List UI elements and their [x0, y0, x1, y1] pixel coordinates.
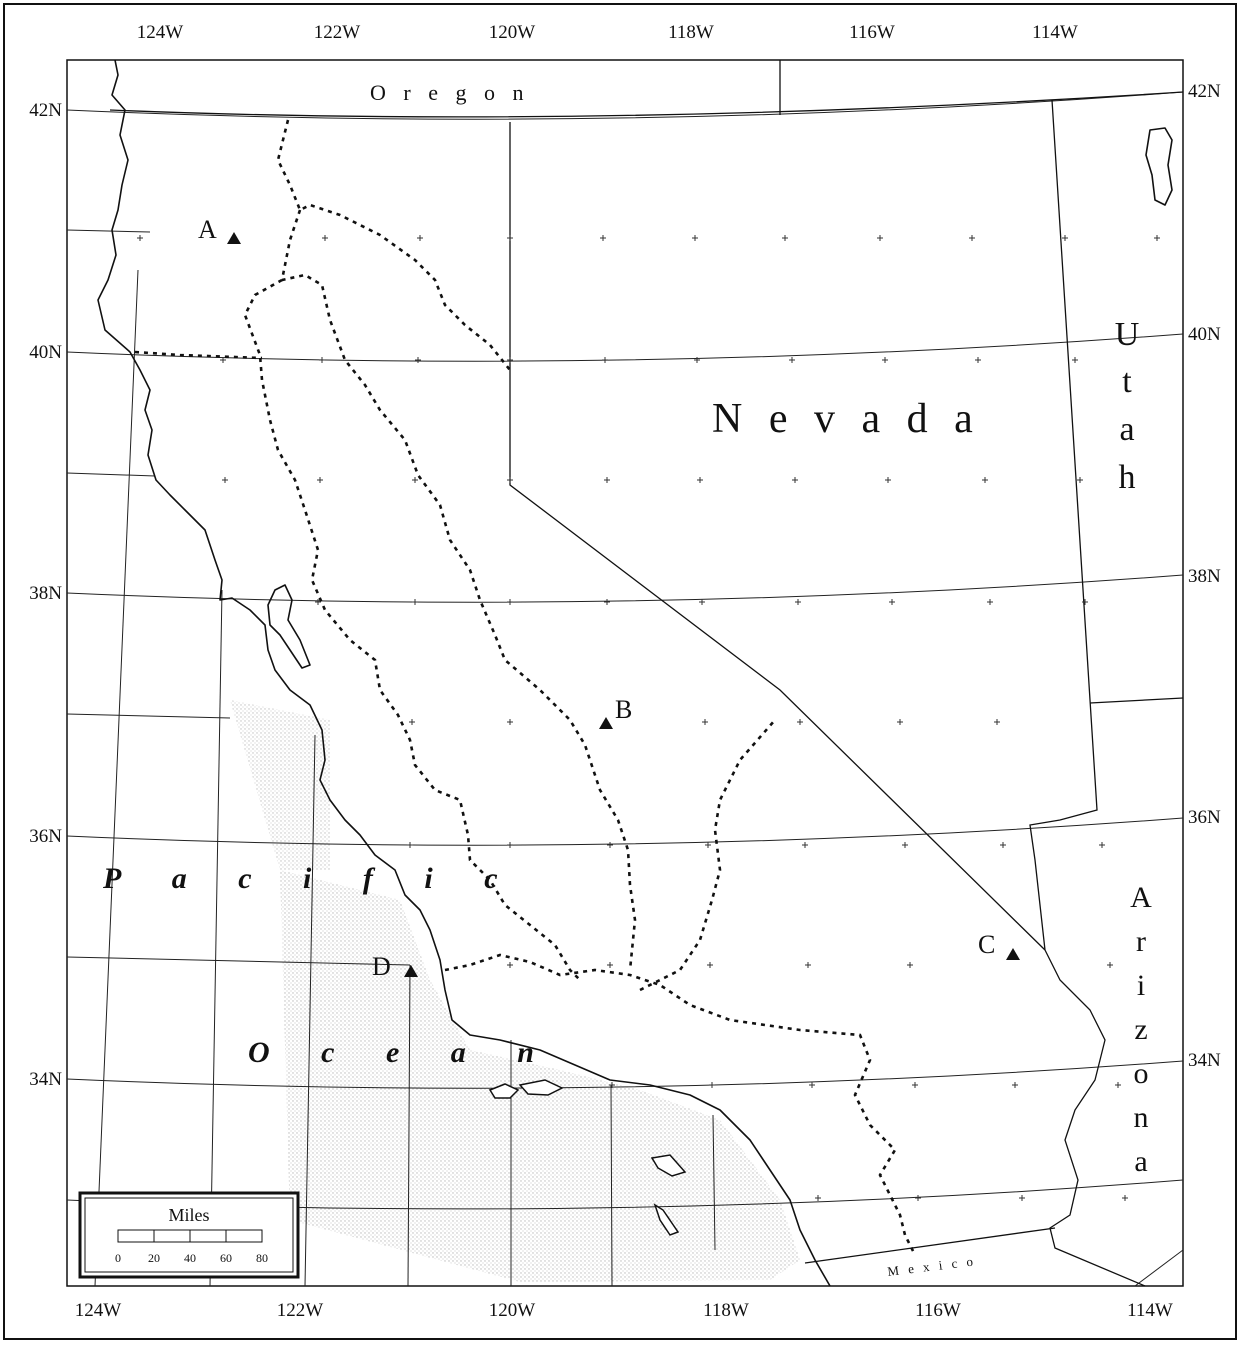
lat-label: 38N	[1188, 566, 1221, 587]
lat-label: 34N	[1188, 1050, 1221, 1071]
island	[653, 1203, 680, 1236]
scale-bar-tick: 80	[256, 1251, 268, 1265]
island	[650, 1154, 687, 1177]
left-latitude-labels: 42N 40N 38N 36N 34N	[29, 100, 62, 1090]
station-a: A	[198, 215, 241, 244]
scale-bar-tick: 0	[115, 1251, 121, 1265]
lon-label: 120W	[489, 1300, 536, 1321]
island	[518, 1079, 564, 1096]
lat-label: 34N	[29, 1069, 62, 1090]
utah-label: U t a h	[1115, 316, 1140, 496]
station-b: B	[599, 695, 632, 729]
station-a-label: A	[198, 215, 217, 244]
utah-letter: t	[1122, 363, 1132, 400]
nevada-label: N e v a d a	[712, 396, 981, 442]
scale-bar-tick: 40	[184, 1251, 196, 1265]
lon-label: 122W	[277, 1300, 324, 1321]
arizona-letter: n	[1134, 1101, 1149, 1134]
utah-letter: h	[1119, 459, 1136, 496]
station-c-label: C	[978, 930, 995, 959]
arizona-letter: a	[1134, 1145, 1147, 1178]
lat-label: 38N	[29, 583, 62, 604]
station-d-marker	[404, 965, 418, 977]
sf-bay	[267, 584, 311, 669]
lon-label: 116W	[849, 22, 895, 43]
station-b-marker	[599, 717, 613, 729]
station-c-marker	[1006, 948, 1020, 960]
scale-bar: Miles 0 20 40 60 80	[78, 1191, 300, 1279]
mexico-label: M e x i c o	[887, 1253, 977, 1279]
station-a-marker	[227, 232, 241, 244]
grid-point-markers	[137, 235, 1160, 1201]
bottom-longitude-labels: 124W 122W 120W 118W 116W 114W	[75, 1300, 1173, 1321]
arizona-letter: o	[1134, 1057, 1149, 1090]
scale-bar-tick: 20	[148, 1251, 160, 1265]
scale-bar-title: Miles	[168, 1205, 209, 1225]
scale-bar-inner-frame	[84, 1197, 294, 1273]
scale-bar-tick: 60	[220, 1251, 232, 1265]
lon-label: 118W	[668, 22, 714, 43]
lon-label: 120W	[489, 22, 536, 43]
ocean-stipple-south	[280, 870, 800, 1282]
station-b-label: B	[615, 695, 632, 724]
arizona-letter: z	[1134, 1013, 1147, 1046]
lon-label: 114W	[1032, 22, 1078, 43]
state-borders	[109, 60, 1184, 1287]
lon-label: 118W	[703, 1300, 749, 1321]
lat-label: 42N	[29, 100, 62, 121]
ocean-stipple-central	[230, 700, 330, 870]
lat-label: 36N	[1188, 807, 1221, 828]
arizona-letter: i	[1137, 969, 1145, 1002]
ocean-label: O c e a n	[248, 1036, 556, 1069]
right-latitude-labels: 42N 40N 38N 36N 34N	[1188, 81, 1221, 1071]
lon-label: 116W	[915, 1300, 961, 1321]
arizona-letter: r	[1136, 925, 1146, 958]
outer-frame	[3, 3, 1237, 1340]
lon-label: 122W	[314, 22, 361, 43]
lat-label: 36N	[29, 826, 62, 847]
california-coastline	[97, 59, 831, 1287]
lon-label: 114W	[1127, 1300, 1173, 1321]
lat-label: 40N	[29, 342, 62, 363]
utah-letter: U	[1115, 316, 1140, 353]
station-d-label: D	[372, 952, 391, 981]
arizona-letter: A	[1130, 881, 1152, 914]
lat-label: 40N	[1188, 324, 1221, 345]
oregon-label: O r e g o n	[370, 80, 529, 105]
lon-label: 124W	[75, 1300, 122, 1321]
lon-label: 124W	[137, 22, 184, 43]
map-frame	[66, 59, 1184, 1287]
graticule	[66, 91, 1184, 1287]
great-salt-lake	[1145, 127, 1173, 206]
utah-letter: a	[1119, 411, 1134, 448]
station-d: D	[372, 952, 418, 981]
top-longitude-labels: 124W 122W 120W 118W 116W 114W	[137, 22, 1078, 43]
arizona-label: A r i z o n a	[1130, 881, 1152, 1178]
lat-label: 42N	[1188, 81, 1221, 102]
pacific-label: P a c i f i c	[102, 862, 520, 895]
station-c: C	[978, 930, 1020, 960]
region-boundaries	[134, 119, 917, 1256]
island	[488, 1083, 520, 1099]
